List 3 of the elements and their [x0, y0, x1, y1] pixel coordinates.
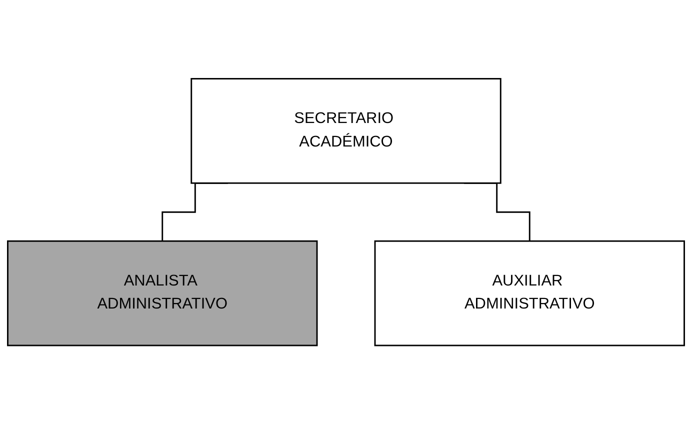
node-box: SECRETARIO ACADÉMICO	[190, 78, 502, 184]
node-box: ANALISTA ADMINISTRATIVO	[7, 240, 318, 347]
node-box: AUXILIAR ADMINISTRATIVO	[374, 240, 685, 347]
